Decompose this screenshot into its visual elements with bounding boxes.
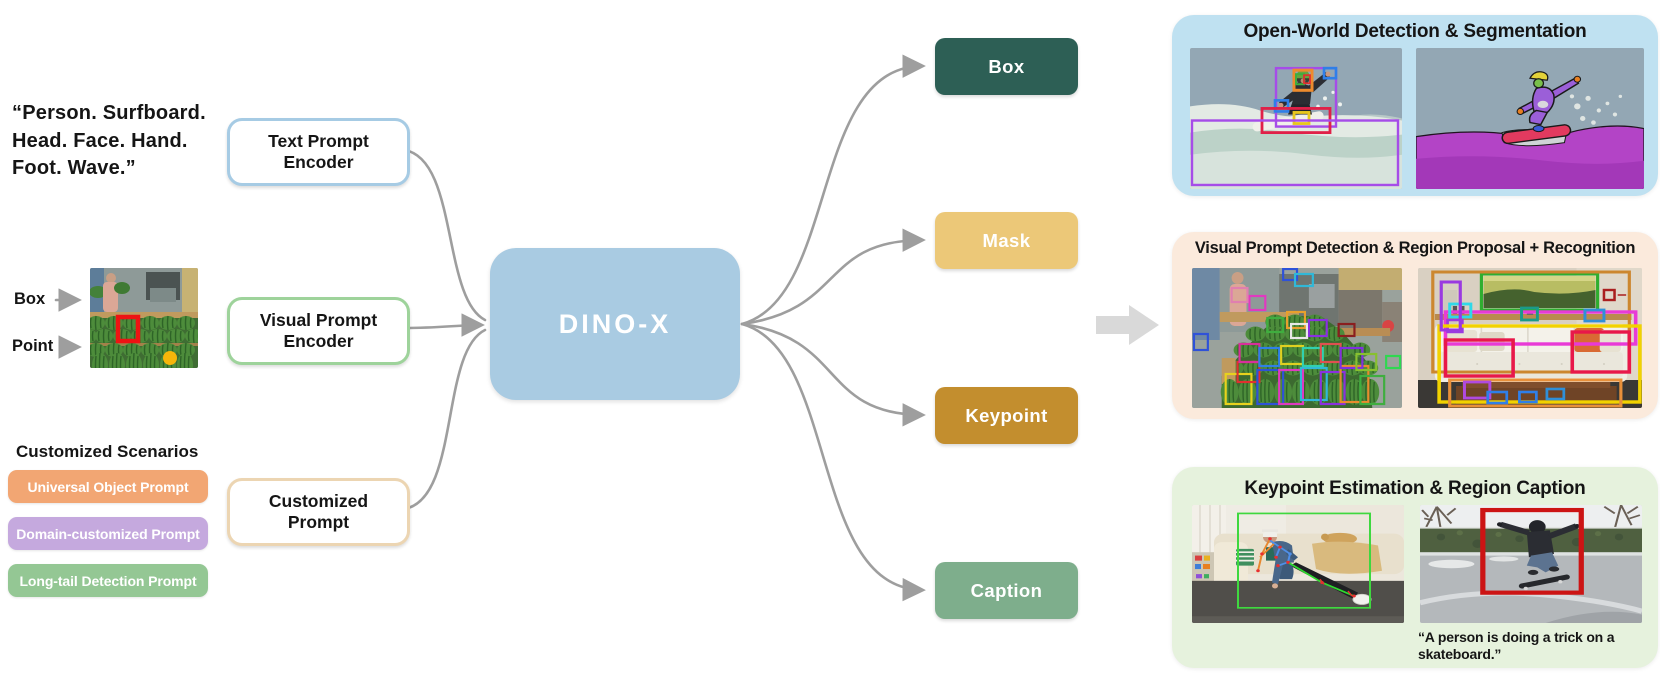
chip-universal-object-prompt: Universal Object Prompt [8, 470, 208, 503]
text-prompt-line: “Person. Surfboard. [12, 102, 206, 124]
panel-title: Keypoint Estimation & Region Caption [1244, 478, 1586, 499]
surfer-detection-image [1190, 48, 1402, 189]
encoder-label: Customized [268, 490, 369, 511]
visual-prompt-encoder-box: Visual Prompt Encoder [227, 297, 410, 365]
text-prompt-line: Head. Face. Hand. [12, 129, 188, 152]
output-keypoint-head: Keypoint [935, 387, 1078, 444]
encoder-label: Encoder [283, 331, 354, 351]
panel-open-world-detection: Open-World Detection & Segmentation [1172, 15, 1658, 196]
watermelon-detection-image [1192, 268, 1402, 408]
panel-title: Open-World Detection & Segmentation [1243, 21, 1587, 42]
encoder-label: Prompt [287, 512, 350, 532]
results-block-arrow [1096, 305, 1159, 345]
text-prompt-line: Foot. Wave.” [12, 157, 136, 180]
text-prompt-example: “Person. Surfboard. Head. Face. Hand. Fo… [12, 100, 226, 183]
dino-x-core-box: DINO-X [490, 248, 740, 400]
encoder-label: Text Prompt [268, 130, 369, 151]
box-prompt-annotation [115, 314, 141, 344]
surfer-segmentation-image [1416, 48, 1644, 189]
output-box-head: Box [935, 38, 1078, 95]
visual-prompt-image [90, 268, 198, 368]
customized-prompt-encoder-box: Customized Prompt [227, 478, 410, 546]
point-prompt-label: Point [12, 337, 54, 355]
box-prompt-label: Box [14, 290, 46, 308]
output-mask-head: Mask [935, 212, 1078, 269]
skateboard-caption-image [1420, 505, 1642, 623]
output-caption-head: Caption [935, 562, 1078, 619]
chip-domain-customized-prompt: Domain-customized Prompt [8, 517, 208, 550]
panel-visual-prompt-detection: Visual Prompt Detection & Region Proposa… [1172, 232, 1658, 419]
text-prompt-encoder-box: Text Prompt Encoder [227, 118, 410, 186]
living-room-detection-image [1418, 268, 1642, 408]
encoder-label: Visual Prompt [259, 309, 378, 330]
point-prompt-annotation [163, 351, 177, 365]
region-caption-text: “A person is doing a trick on a skateboa… [1418, 629, 1615, 662]
panel-keypoint-region-caption: Keypoint Estimation & Region Caption [1172, 467, 1658, 668]
keypoint-estimation-image [1192, 505, 1404, 623]
encoder-label: Encoder [283, 152, 354, 172]
chip-long-tail-detection-prompt: Long-tail Detection Prompt [8, 564, 208, 597]
customized-scenarios-heading: Customized Scenarios [16, 442, 199, 461]
panel-title: Visual Prompt Detection & Region Proposa… [1194, 239, 1636, 257]
